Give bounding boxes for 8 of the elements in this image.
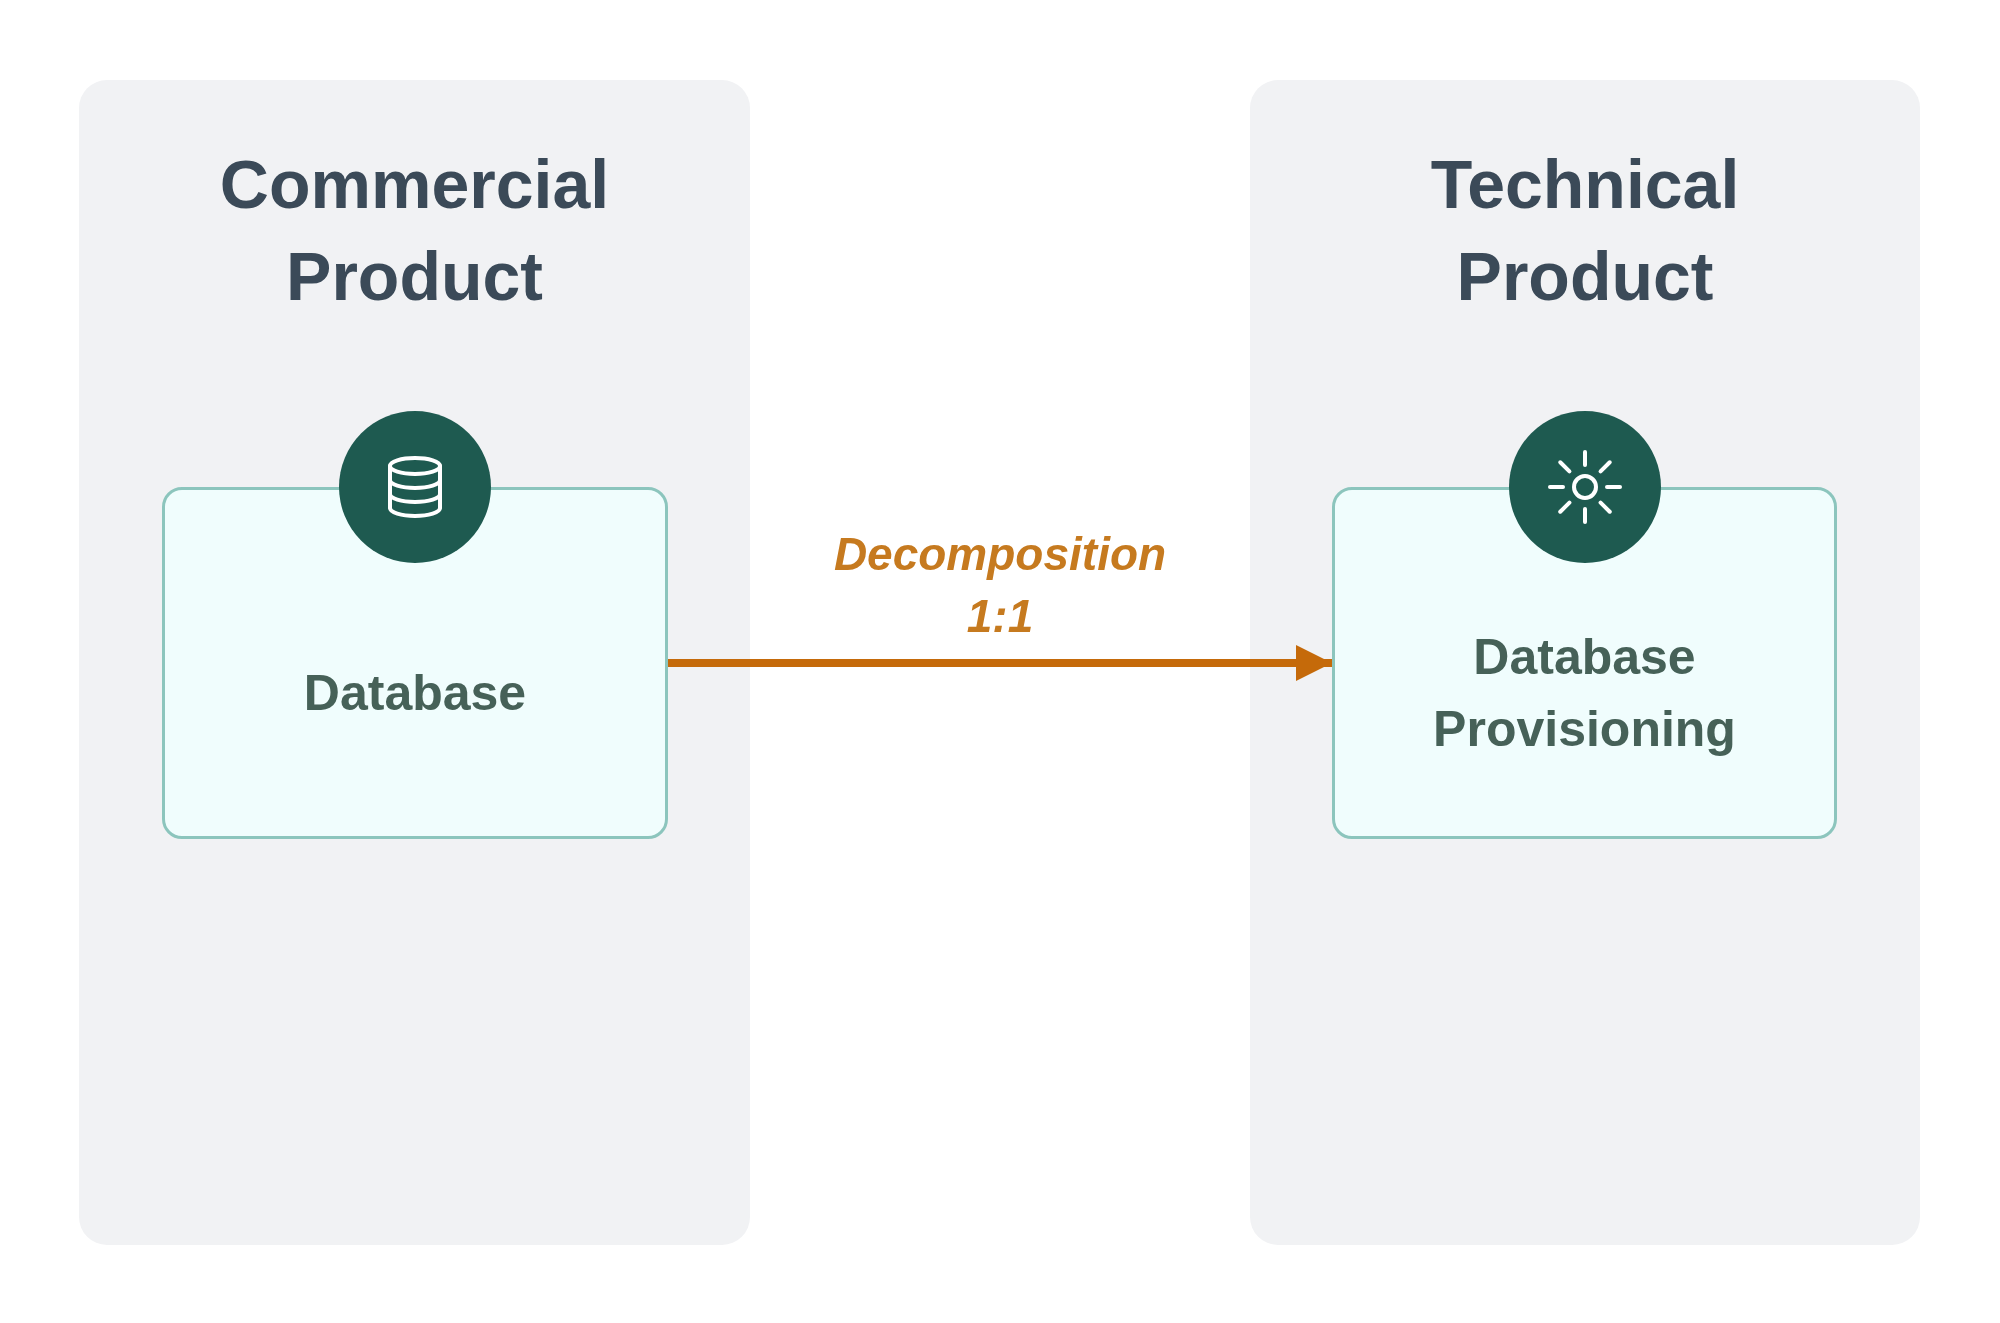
panel-title: Commercial Product (218, 145, 611, 316)
group-panel (79, 80, 750, 1245)
component-label: Database Provisioning (1432, 628, 1737, 759)
component-label: Database (303, 664, 527, 723)
panel-title: Technical Product (1429, 145, 1741, 316)
group-panel (1250, 80, 1920, 1245)
edge-label: Decomposition 1:1 (832, 527, 1168, 644)
arrow (668, 645, 1332, 681)
